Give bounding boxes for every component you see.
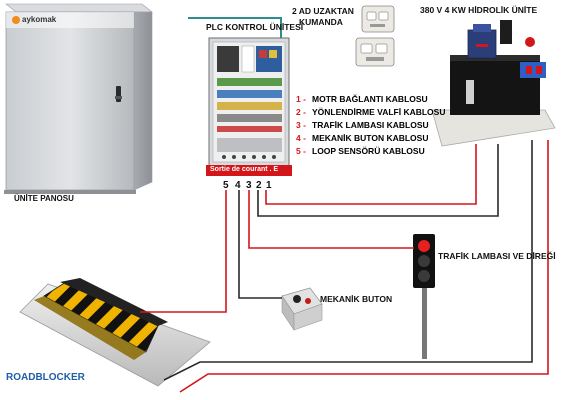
- plc-label: PLC KONTROL ÜNİTESİ: [206, 22, 304, 32]
- terminal-4: 4: [235, 180, 241, 191]
- traffic-light-red: [418, 240, 430, 252]
- remote-controls: [355, 5, 395, 67]
- wire-5: [140, 190, 227, 313]
- unit-cabinet: [4, 3, 153, 194]
- wire-1: [265, 144, 477, 205]
- roadblocker-label: ROADBLOCKER: [6, 372, 85, 383]
- hydraulic-unit: [431, 20, 556, 147]
- remote-label-line1: 2 AD UZAKTAN: [292, 6, 354, 16]
- terminal-3: 3: [246, 180, 252, 191]
- cabinet-door: [5, 11, 135, 191]
- terminal-2: 2: [256, 180, 262, 191]
- plc-terminal-rows: [217, 78, 282, 132]
- mechanical-button-label: MEKANİK BUTON: [320, 294, 393, 304]
- remote-label-line2: KUMANDA: [299, 17, 343, 27]
- wire-hyd-red: [179, 140, 549, 393]
- cabinet-handle: [116, 86, 121, 102]
- terminal-1: 1: [266, 180, 272, 191]
- sortie-banner: [206, 165, 292, 176]
- traffic-light: [413, 234, 435, 359]
- terminal-5: 5: [223, 180, 229, 191]
- cable-legend-4: 4 -MEKANİK BUTON KABLOSU: [296, 133, 429, 143]
- sortie-label: Sortie de courant . E: [210, 166, 279, 173]
- company-logo: aykomak: [12, 15, 56, 24]
- cable-legend-5: 5 -LOOP SENSÖRÜ KABLOSU: [296, 146, 425, 156]
- wiring: [140, 140, 549, 393]
- traffic-light-label: TRAFİK LAMBASI VE DİREĞİ: [438, 251, 556, 261]
- wire-2: [257, 144, 499, 217]
- cabinet-side: [133, 11, 153, 191]
- mechanical-button: [281, 287, 323, 331]
- cabinet-roof: [5, 3, 153, 13]
- cable-legend-1: 1 -MOTR BAĞLANTI KABLOSU: [296, 94, 428, 104]
- cable-legend-2: 2 -YÖNLENDİRME VALFİ KABLOSU: [296, 107, 446, 117]
- plc-control-unit: [188, 17, 290, 169]
- roadblocker: [19, 278, 211, 387]
- logo-icon: [12, 15, 20, 24]
- wire-3: [248, 190, 414, 249]
- cabinet-logo-band: [6, 12, 134, 28]
- cable-legend-3: 3 -TRAFİK LAMBASI KABLOSU: [296, 120, 429, 130]
- hydraulic-label: 380 V 4 KW HİDROLİK ÜNİTE: [420, 5, 538, 15]
- wire-hyd-dark: [163, 140, 533, 381]
- cabinet-label: ÜNİTE PANOSU: [14, 194, 74, 203]
- wire-4: [238, 190, 282, 299]
